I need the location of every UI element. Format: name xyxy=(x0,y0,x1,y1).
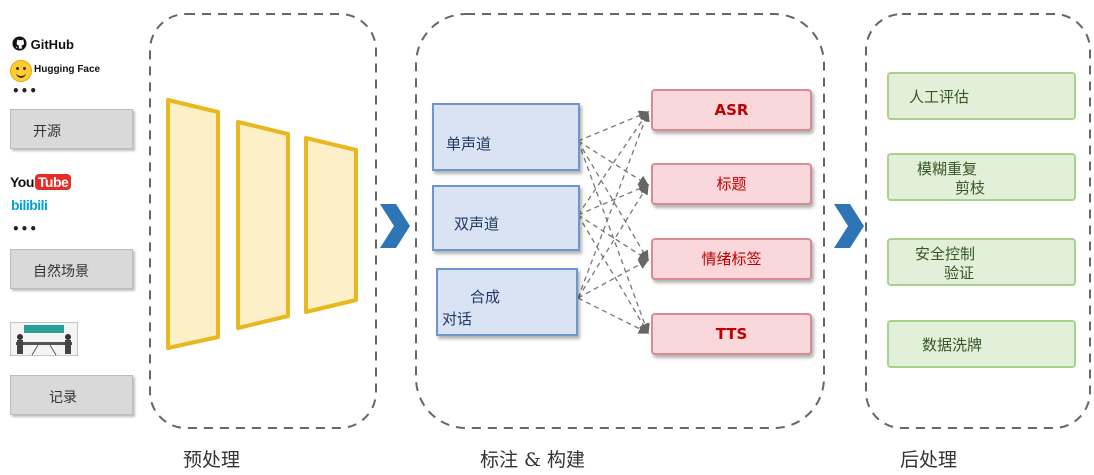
source-label: 记录 xyxy=(49,390,77,406)
input-box-stereo: 双声道 xyxy=(432,185,580,251)
output-box-title: 标题 xyxy=(651,163,812,205)
post-box-fuzzy-dedup: 模糊重复 剪枝 xyxy=(887,153,1076,201)
post-label-line1: 数据洗牌 xyxy=(922,336,983,354)
funnel-1 xyxy=(166,98,220,350)
post-box-human-eval: 人工评估 xyxy=(887,72,1076,120)
input-label-line1: 合成 xyxy=(470,288,501,306)
post-label-line1: 人工评估 xyxy=(909,88,970,106)
github-logo: GitHub xyxy=(12,36,74,52)
funnel-3 xyxy=(304,136,358,314)
post-label-line2: 剪枝 xyxy=(955,179,986,197)
chevron-arrow-2 xyxy=(834,204,864,248)
input-label-line2: 对话 xyxy=(442,310,473,328)
github-icon xyxy=(12,36,27,51)
chevron-arrow-1 xyxy=(380,204,410,248)
github-label: GitHub xyxy=(30,37,74,52)
input-label: 双声道 xyxy=(454,215,500,233)
stage-label-postprocess: 后处理 xyxy=(900,449,958,471)
more-dots: ••• xyxy=(12,84,39,98)
output-box-tts: TTS xyxy=(651,313,812,355)
connector-arrows xyxy=(577,110,650,335)
post-box-safety-check: 安全控制 验证 xyxy=(887,238,1076,286)
funnel-2 xyxy=(236,120,290,330)
bilibili-logo: bilibili xyxy=(11,197,48,213)
source-box-open-source: 开源 xyxy=(10,109,133,149)
huggingface-icon xyxy=(10,60,32,82)
youtube-you: You xyxy=(10,174,34,190)
source-box-natural-scene: 自然场景 xyxy=(10,249,133,289)
post-label-line1: 安全控制 xyxy=(915,245,976,263)
post-label-line1: 模糊重复 xyxy=(917,160,978,178)
input-label: 单声道 xyxy=(446,135,492,153)
stage-label-annotation: 标注 & 构建 xyxy=(480,449,585,471)
more-dots: ••• xyxy=(12,222,39,236)
output-box-emotion-tag: 情绪标签 xyxy=(651,238,812,280)
source-label: 开源 xyxy=(33,124,61,140)
input-box-synthetic-dialog: 合成 对话 xyxy=(436,268,578,336)
youtube-tube: Tube xyxy=(34,174,72,190)
post-label-line2: 验证 xyxy=(944,264,975,282)
stage-label-preprocess: 预处理 xyxy=(183,449,241,471)
input-box-mono: 单声道 xyxy=(432,103,580,171)
funnel-shapes xyxy=(166,98,358,350)
source-box-record: 记录 xyxy=(10,375,133,415)
huggingface-label: Hugging Face xyxy=(34,64,101,75)
annotation-container xyxy=(415,13,825,429)
source-label: 自然场景 xyxy=(33,264,89,280)
output-box-asr: ASR xyxy=(651,89,812,131)
recording-scene-icon xyxy=(10,322,78,356)
post-box-data-shuffle: 数据洗牌 xyxy=(887,320,1076,368)
